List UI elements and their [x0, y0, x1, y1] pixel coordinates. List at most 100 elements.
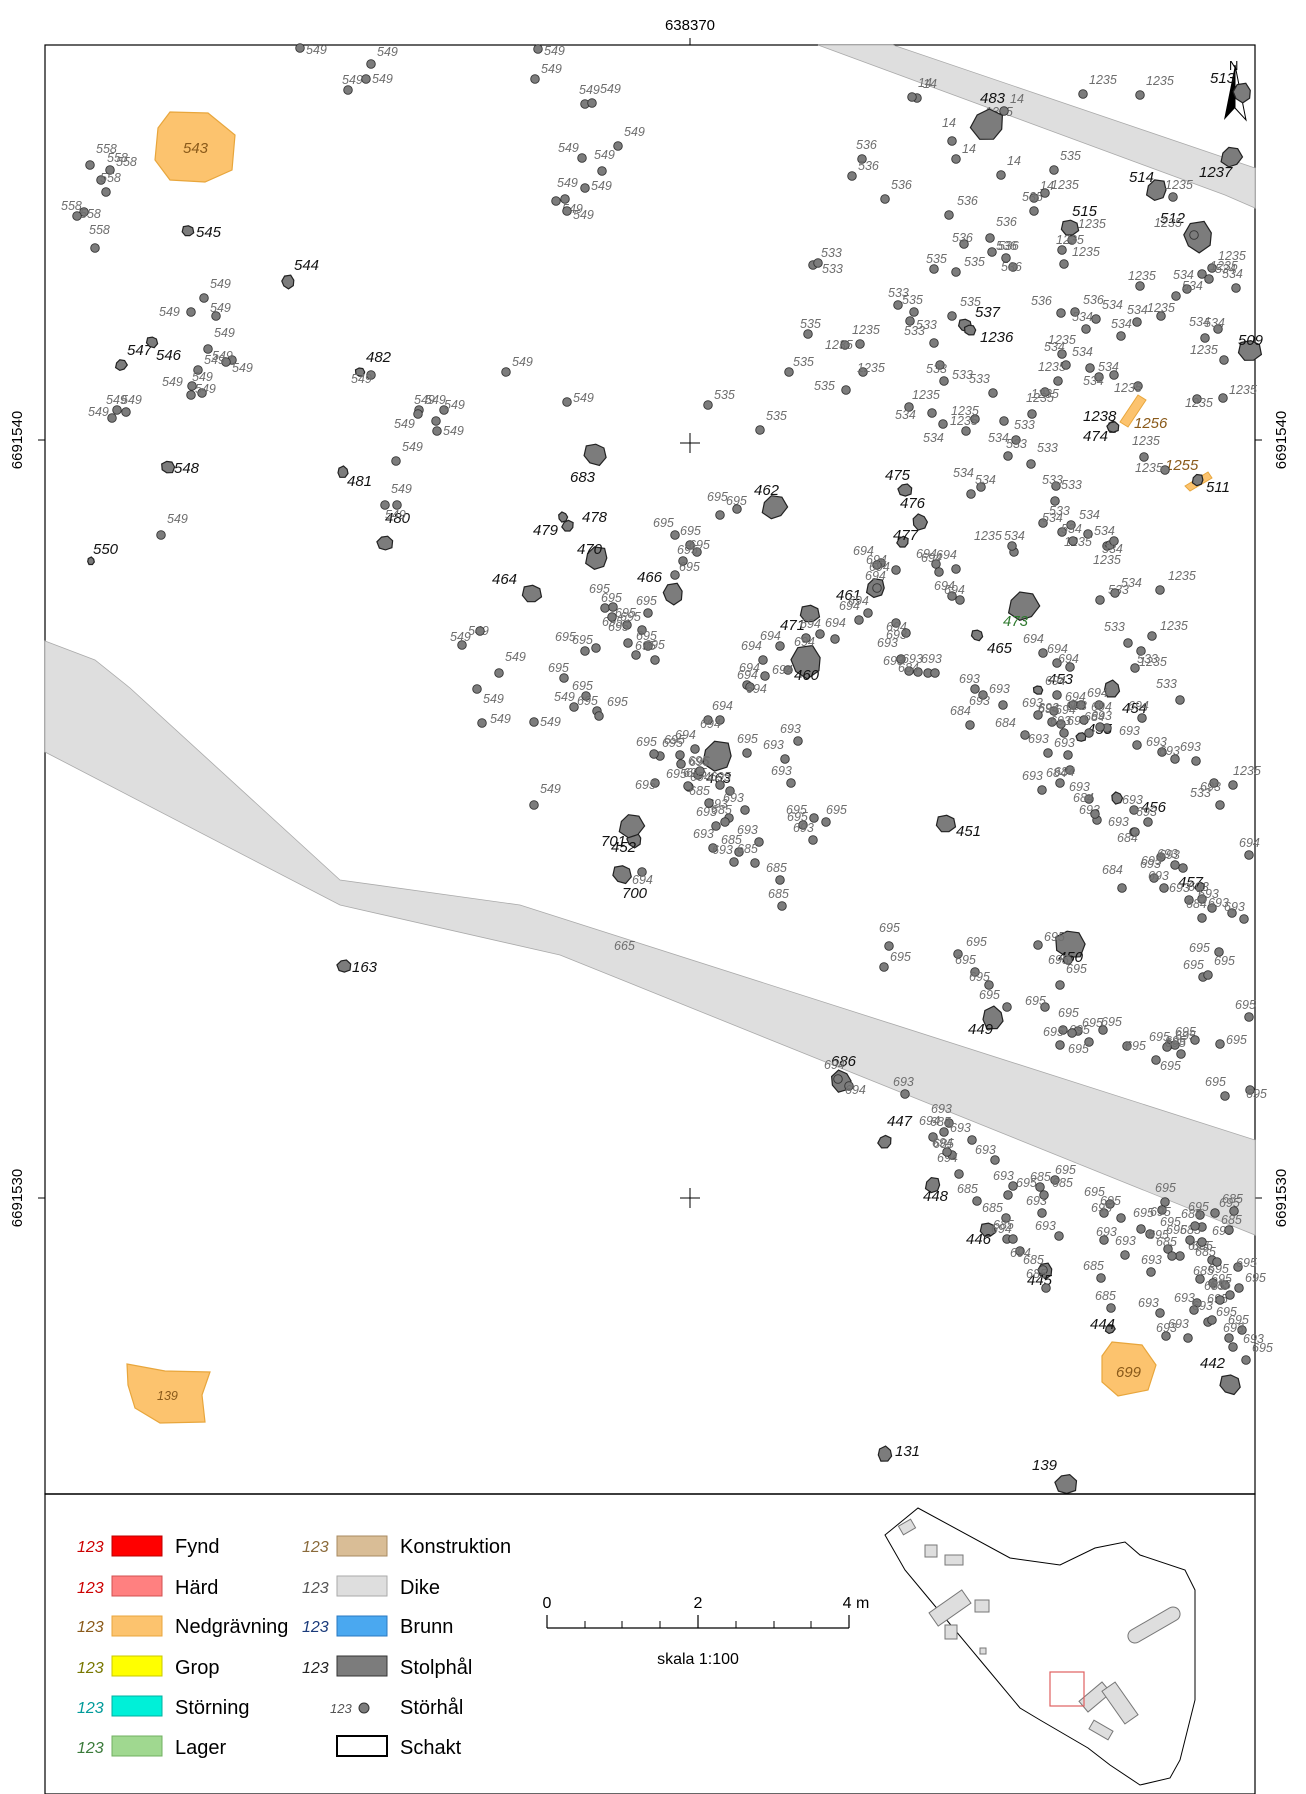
storhal-label: 684: [995, 716, 1016, 730]
storhal-dot: [1095, 595, 1105, 605]
storhal-label: 694: [848, 594, 869, 608]
stolphal-470: [585, 546, 608, 570]
storhal-label: 534: [1182, 279, 1203, 293]
storhal-label: 694: [1045, 674, 1066, 688]
storhal-label: 1235: [1190, 343, 1218, 357]
storhal-label: 1235: [852, 323, 880, 337]
storhal-dot: [608, 602, 618, 612]
svg-text:skala 1:100: skala 1:100: [657, 1651, 739, 1668]
storhal-dot: [1063, 750, 1073, 760]
storhal-dot: [1203, 970, 1213, 980]
stolphal-label: 447: [887, 1113, 913, 1130]
stolphal-446: [979, 1222, 997, 1237]
storhal-label: 549: [192, 370, 213, 384]
stolphal-label: 514: [1129, 169, 1154, 186]
stolphal-label: 470: [577, 541, 603, 558]
storhal-dot: [683, 781, 693, 791]
storhal-dot: [1224, 1225, 1234, 1235]
storhal-label: 685: [1030, 1170, 1051, 1184]
storhal-dot: [703, 715, 713, 725]
storhal-label: 695: [601, 591, 622, 605]
storhal-dot: [951, 154, 961, 164]
storhal-label: 695: [1216, 1305, 1237, 1319]
stolphal-451: [935, 814, 957, 833]
storhal-label: 536: [1031, 294, 1052, 308]
storhal-label: 14: [918, 76, 932, 90]
storhal-label: 549: [232, 361, 253, 375]
storhal-dot: [833, 1074, 843, 1084]
storhal-dot: [1052, 690, 1062, 700]
storhal-dot: [967, 1135, 977, 1145]
storhal-label: 693: [712, 843, 733, 857]
storhal-label: 534: [1127, 303, 1148, 317]
stolphal-label: 700: [622, 885, 648, 902]
storhal-dot: [972, 1196, 982, 1206]
storhal-dot: [1162, 1042, 1172, 1052]
storhal-label: 1235: [950, 414, 978, 428]
storhal-dot: [1159, 883, 1169, 893]
storhal-label: 534: [988, 431, 1009, 445]
storhal-label: 684: [898, 661, 919, 675]
storhal-label: 533: [952, 368, 973, 382]
storhal-dot: [1085, 363, 1095, 373]
storhal-dot: [954, 1169, 964, 1179]
storhal-dot: [101, 187, 111, 197]
storhal-dot: [1105, 1199, 1115, 1209]
storhal-label: 695: [1246, 1087, 1267, 1101]
storhal-label: 1235: [1072, 245, 1100, 259]
stolphal-label: 466: [637, 569, 663, 586]
storhal-label: 685: [1195, 1245, 1216, 1259]
stolphal-447: [877, 1134, 892, 1149]
storhal-label: 549: [385, 508, 406, 522]
storhal-dot: [715, 715, 725, 725]
storhal-dot: [1001, 1213, 1011, 1223]
storhal-dot: [758, 655, 768, 665]
storhal-label: 694: [760, 629, 781, 643]
stolphal-513: [1232, 82, 1251, 104]
storhal-dot: [1228, 1342, 1238, 1352]
storhal-dot: [650, 778, 660, 788]
storhal-label: 535: [964, 255, 985, 269]
storhal-label: 684: [1054, 765, 1075, 779]
storhal-label: 695: [1058, 1006, 1079, 1020]
storhal-label: 693: [1122, 793, 1143, 807]
storhal-dot: [1228, 780, 1238, 790]
storhal-dot: [780, 754, 790, 764]
stolphal-515: [1060, 219, 1080, 236]
storhal-label: 694: [934, 579, 955, 593]
storhal-dot: [1037, 1208, 1047, 1218]
storhal-dot: [1065, 662, 1075, 672]
stolphal-450: [1055, 930, 1086, 958]
storhal-label: 695: [607, 695, 628, 709]
storhal-label: 693: [793, 821, 814, 835]
storhal-dot: [1167, 1251, 1177, 1261]
storhal-label: 693: [1159, 848, 1180, 862]
storhal-dot: [783, 665, 793, 675]
stolphal-label: 474: [1083, 428, 1108, 445]
storhal-label: 534: [1083, 374, 1104, 388]
storhal-dot: [529, 800, 539, 810]
storhal-label: 549: [167, 512, 188, 526]
storhal-dot: [1049, 165, 1059, 175]
stolphal-label: 476: [900, 495, 926, 512]
storhal-dot: [1041, 1283, 1051, 1293]
storhal-dot: [777, 901, 787, 911]
stolphal-label: 544: [294, 257, 319, 274]
storhal-dot: [1033, 710, 1043, 720]
coord-right-2: 6691530: [1273, 1169, 1290, 1227]
storhal-dot: [715, 780, 725, 790]
storhal-label: 695: [879, 921, 900, 935]
coord-right-1: 6691540: [1273, 411, 1290, 469]
storhal-dot: [1156, 311, 1166, 321]
storhal-dot: [1011, 435, 1021, 445]
storhal-dot: [1175, 695, 1185, 705]
storhal-dot: [431, 416, 441, 426]
storhal-label: 693: [1022, 696, 1043, 710]
storhal-label: 695: [1252, 1341, 1273, 1355]
storhal-dot: [1029, 193, 1039, 203]
storhal-dot: [1091, 314, 1101, 324]
storhal-label: 695: [1091, 1201, 1112, 1215]
storhal-label: 693: [1022, 769, 1043, 783]
storhal-label: 685: [993, 1218, 1014, 1232]
